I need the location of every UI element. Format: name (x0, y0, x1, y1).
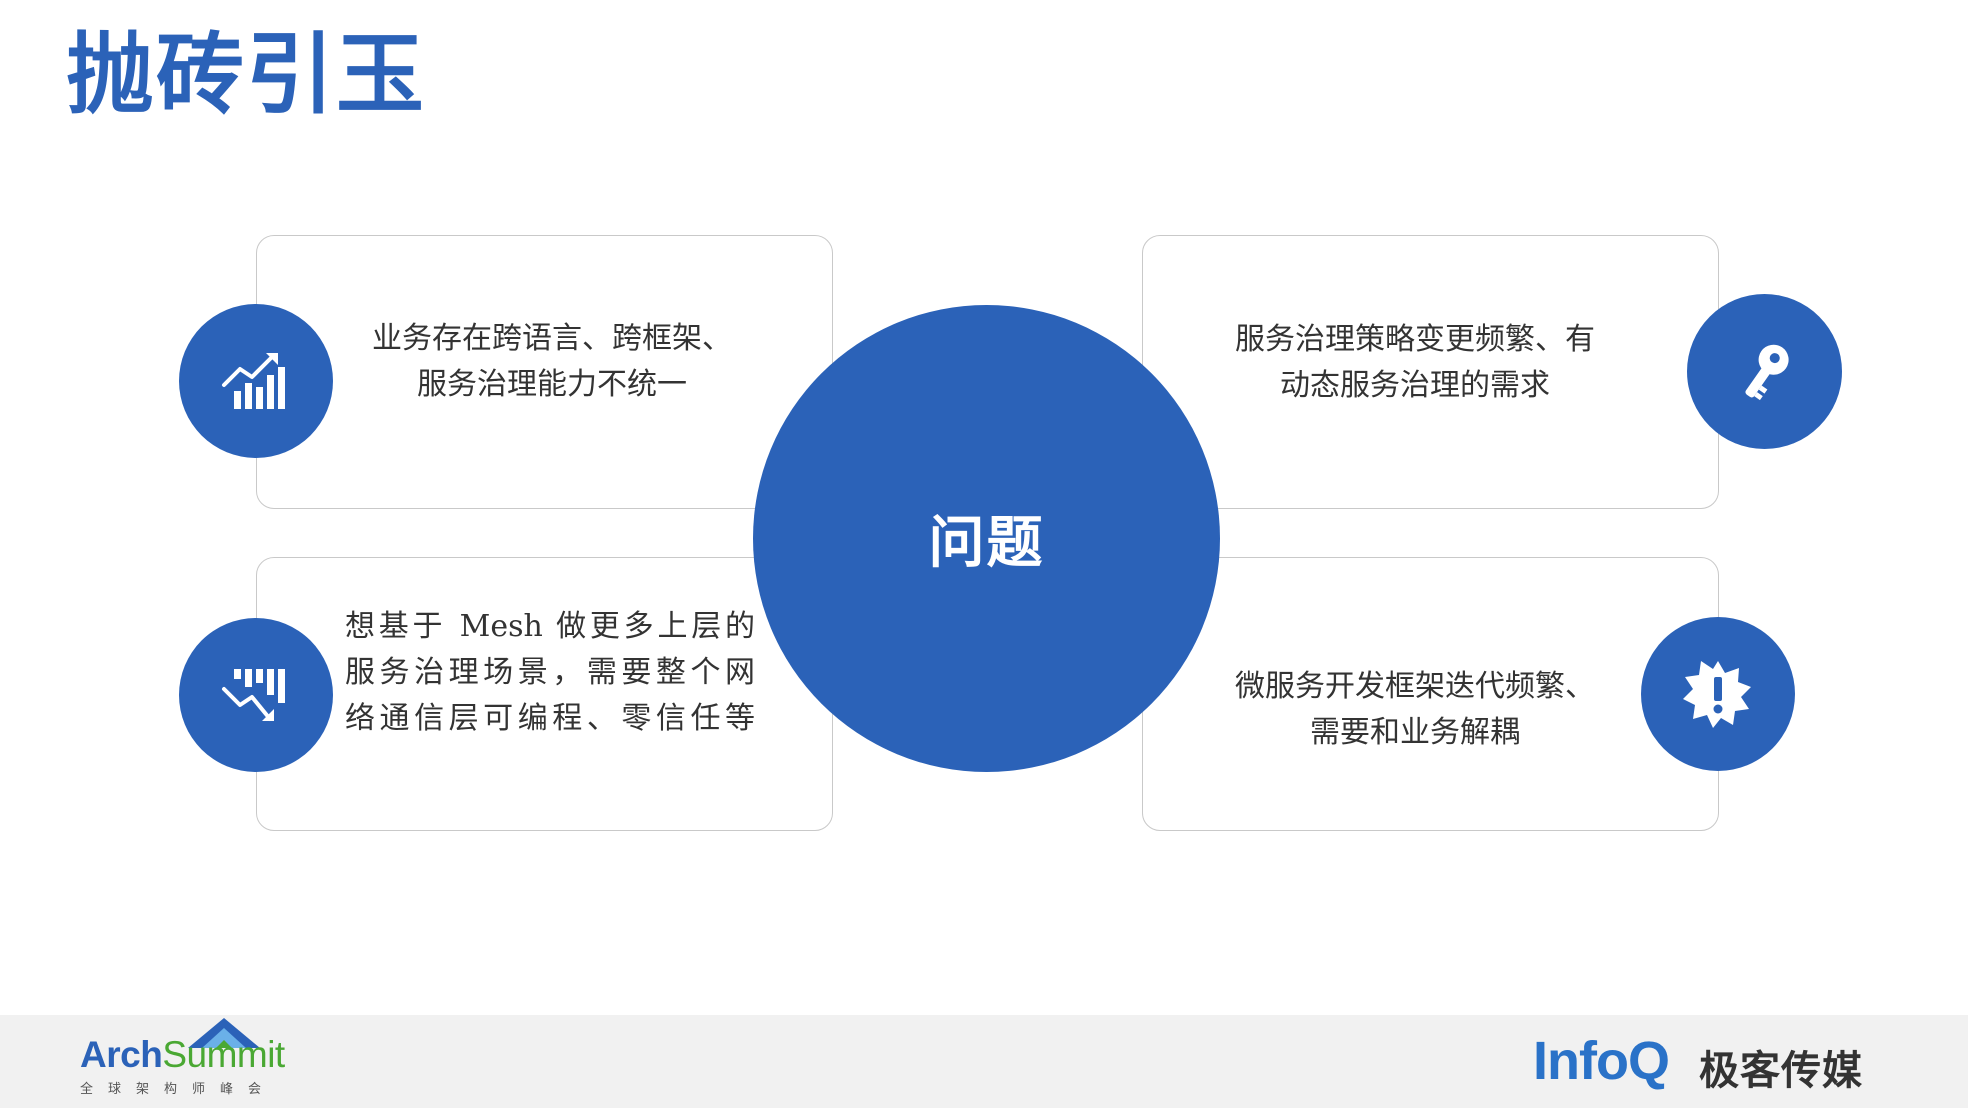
infoq-logo-cn: 极客传媒 (1699, 1048, 1863, 1094)
archsummit-logo: ArchSummit 全球架构师峰会 (78, 1018, 298, 1098)
key-icon (1744, 344, 1789, 400)
card-bottom-left (256, 557, 833, 831)
card-text-bottom-left: 想基于 Mesh 做更多上层的 服务治理场景，需要整个网 络通信层可编程、零信任… (345, 609, 755, 736)
card-text-bottom-right: 微服务开发框架迭代频繁、 需要和业务解耦 (1235, 669, 1595, 750)
card-top-left (256, 235, 833, 509)
chart-down-icon (222, 669, 285, 721)
center-label: 问题 (928, 511, 1045, 576)
archsummit-logo-summit: Summit (162, 1034, 285, 1075)
center-circle: 问题 (753, 305, 1220, 772)
infoq-logo: InfoQ 极客传媒 (1533, 1030, 1893, 1094)
archsummit-logo-subtitle: 全球架构师峰会 (80, 1082, 277, 1097)
chart-down-bubble (179, 618, 333, 772)
key-bubble (1687, 294, 1842, 449)
chart-up-bubble (179, 304, 333, 458)
card-bottom-right (1142, 557, 1719, 831)
card-text-top-right: 服务治理策略变更频繁、有 动态服务治理的需求 (1235, 322, 1595, 403)
alert-badge-bubble (1641, 617, 1795, 771)
infoq-logo-word: InfoQ (1533, 1031, 1670, 1091)
archsummit-logo-arch: Arch (80, 1034, 163, 1075)
chart-up-icon (222, 353, 285, 409)
card-text-top-left: 业务存在跨语言、跨框架、 服务治理能力不统一 (372, 321, 732, 402)
alert-badge-icon (1683, 661, 1751, 728)
mountain-icon (188, 1018, 260, 1048)
footer-bar (0, 1015, 1968, 1108)
slide-title: 抛砖引玉 (66, 23, 427, 126)
card-top-right (1142, 235, 1719, 509)
